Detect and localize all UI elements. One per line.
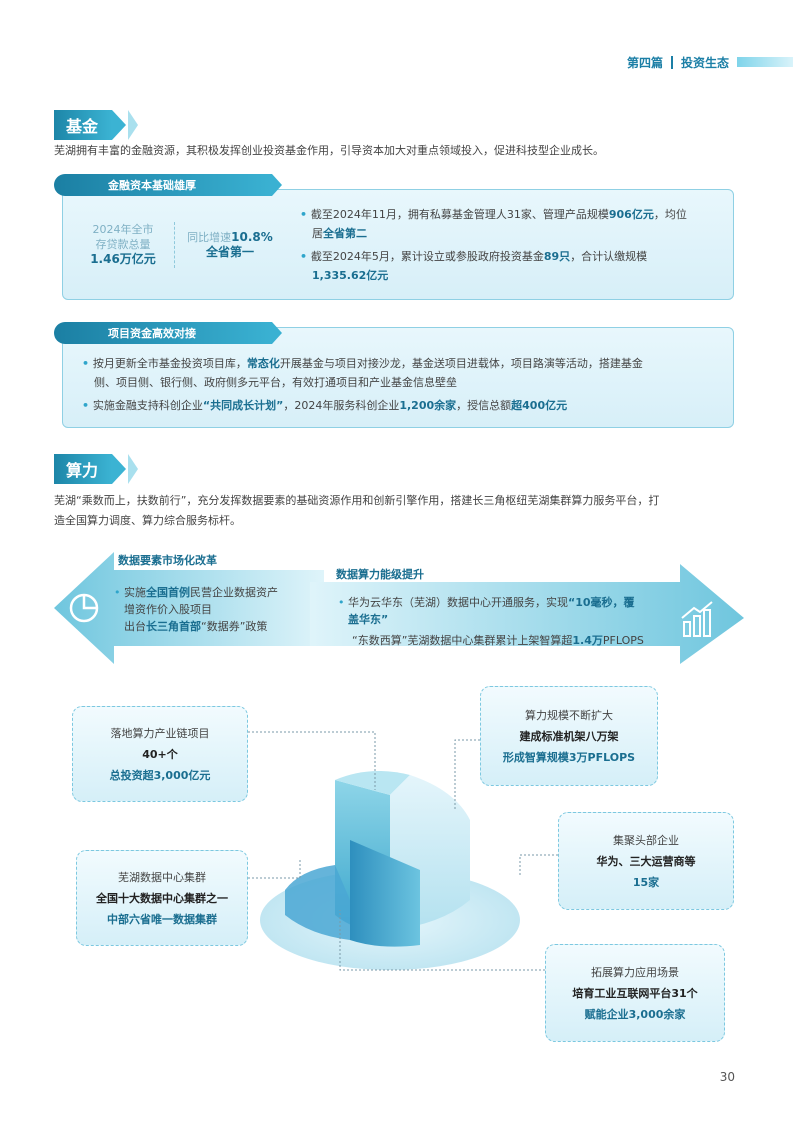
project-bullets: • 按月更新全市基金投资项目库，常态化开展基金与项目对接沙龙，基金送项目进载体，… [82,354,722,415]
callout-connectors [248,731,558,971]
left-arrow-title: 数据要素市场化改革 [118,554,217,567]
left-arrow-shape [54,552,324,664]
bullet-item-cont: 居全省第二 [312,227,367,240]
pie-segment-left [285,865,350,940]
stat-growth-rank: 全省第一 [205,245,254,259]
chapter-label: 第四篇 [626,55,663,70]
callout-leading-companies: 集聚头部企业 华为、三大运营商等 15家 [558,812,734,910]
section-title-fund: 基金 [54,110,139,140]
panel-title-project: 项目资金高效对接 [54,322,282,344]
growth-chart-icon [681,601,713,637]
section-title-arrow [112,454,127,484]
right-arrow-text: • 华为云华东（芜湖）数据中心开通服务，实现“10毫秒，覆 盖华东” “东数西算… [338,596,644,647]
right-arrow-shape [310,564,744,664]
bullet-item-cont: 侧、项目侧、银行侧、政府侧多元平台，有效打通项目和产业基金信息壁垒 [94,376,457,389]
page-number: 30 [719,1070,735,1084]
chapter-subtitle: 投资生态 [680,55,729,70]
section-title-arrow-light [128,110,139,140]
compute-intro: 芜湖“乘数而上，扶数前行”，充分发挥数据要素的基础资源作用和创新引擎作用，搭建长… [54,491,744,531]
panel-title-arrow [272,322,282,344]
bullet-item: • 实施金融支持科创企业“共同成长计划”，2024年服务科创企业1,200余家，… [82,399,568,412]
right-arrow-title: 数据算力能级提升 [336,568,424,581]
pie-chart-icon [69,593,99,623]
bullet-item: • 截至2024年5月，累计设立或参股政府投资基金89只，合计认缴规模 [300,250,648,263]
pie-3d-illustration [260,771,520,970]
left-arrow-text: • 实施全国首例民营企业数据资产 增资作价入股项目 出台长三角首部“数据券”政策 [114,586,278,633]
financial-bullets: • 截至2024年11月，拥有私募基金管理人31家、管理产品规模906亿元，均位… [300,205,720,285]
pie-segment-top [335,771,410,795]
section-title-text: 算力 [54,454,113,484]
section-title-arrow-light [128,454,139,484]
compute-intro-line2: 造全国算力调度、算力综合服务标杆。 [54,514,241,527]
header-divider [670,55,673,69]
bullet-item: • 按月更新全市基金投资项目库，常态化开展基金与项目对接沙龙，基金送项目进载体，… [82,357,643,370]
bullet-item-cont: 1,335.62亿元 [312,269,389,282]
panel-title-text: 项目资金高效对接 [54,322,272,344]
fund-intro: 芜湖拥有丰富的金融资源，其积极发挥创业投资基金作用，引导资本加大对重点领域投入，… [54,144,604,157]
pie-segment-blue [350,840,420,947]
callout-industry-projects: 落地算力产业链项目 40+个 总投资超3,000亿元 [72,706,248,802]
stat-growth: 同比增速10.8% 全省第一 [180,230,280,260]
stat-deposits: 2024年全市 存贷款总量 1.46万亿元 [80,222,166,267]
panel-title-arrow [272,174,282,196]
stat-growth-label: 同比增速 [187,231,232,244]
page-header: 第四篇 投资生态 [627,54,793,70]
stat-divider [174,222,175,268]
section-title-text: 基金 [54,110,113,140]
arrow-diagram [54,552,744,664]
header-accent-bar [737,57,793,67]
compute-intro-line1: 芜湖“乘数而上，扶数前行”，充分发挥数据要素的基础资源作用和创新引擎作用，搭建长… [54,494,660,507]
section-title-compute: 算力 [54,454,139,484]
bullet-item: • 截至2024年11月，拥有私募基金管理人31家、管理产品规模906亿元，均位 [300,208,687,221]
callout-compute-scale: 算力规模不断扩大 建成标准机架八万架 形成智算规模3万PFLOPS [480,686,658,786]
panel-title-text: 金融资本基础雄厚 [54,174,272,196]
callout-application-scenarios: 拓展算力应用场景 培育工业互联网平台31个 赋能企业3,000余家 [545,944,725,1042]
stat-deposits-line2: 存贷款总量 [95,238,151,251]
section-title-arrow [112,110,127,140]
callout-data-center-cluster: 芜湖数据中心集群 全国十大数据中心集群之一 中部六省唯一数据集群 [76,850,248,946]
panel-title-financial: 金融资本基础雄厚 [54,174,282,196]
stat-deposits-line1: 2024年全市 [92,223,154,236]
stat-growth-value: 10.8% [231,230,273,244]
stat-deposits-value: 1.46万亿元 [90,252,156,266]
